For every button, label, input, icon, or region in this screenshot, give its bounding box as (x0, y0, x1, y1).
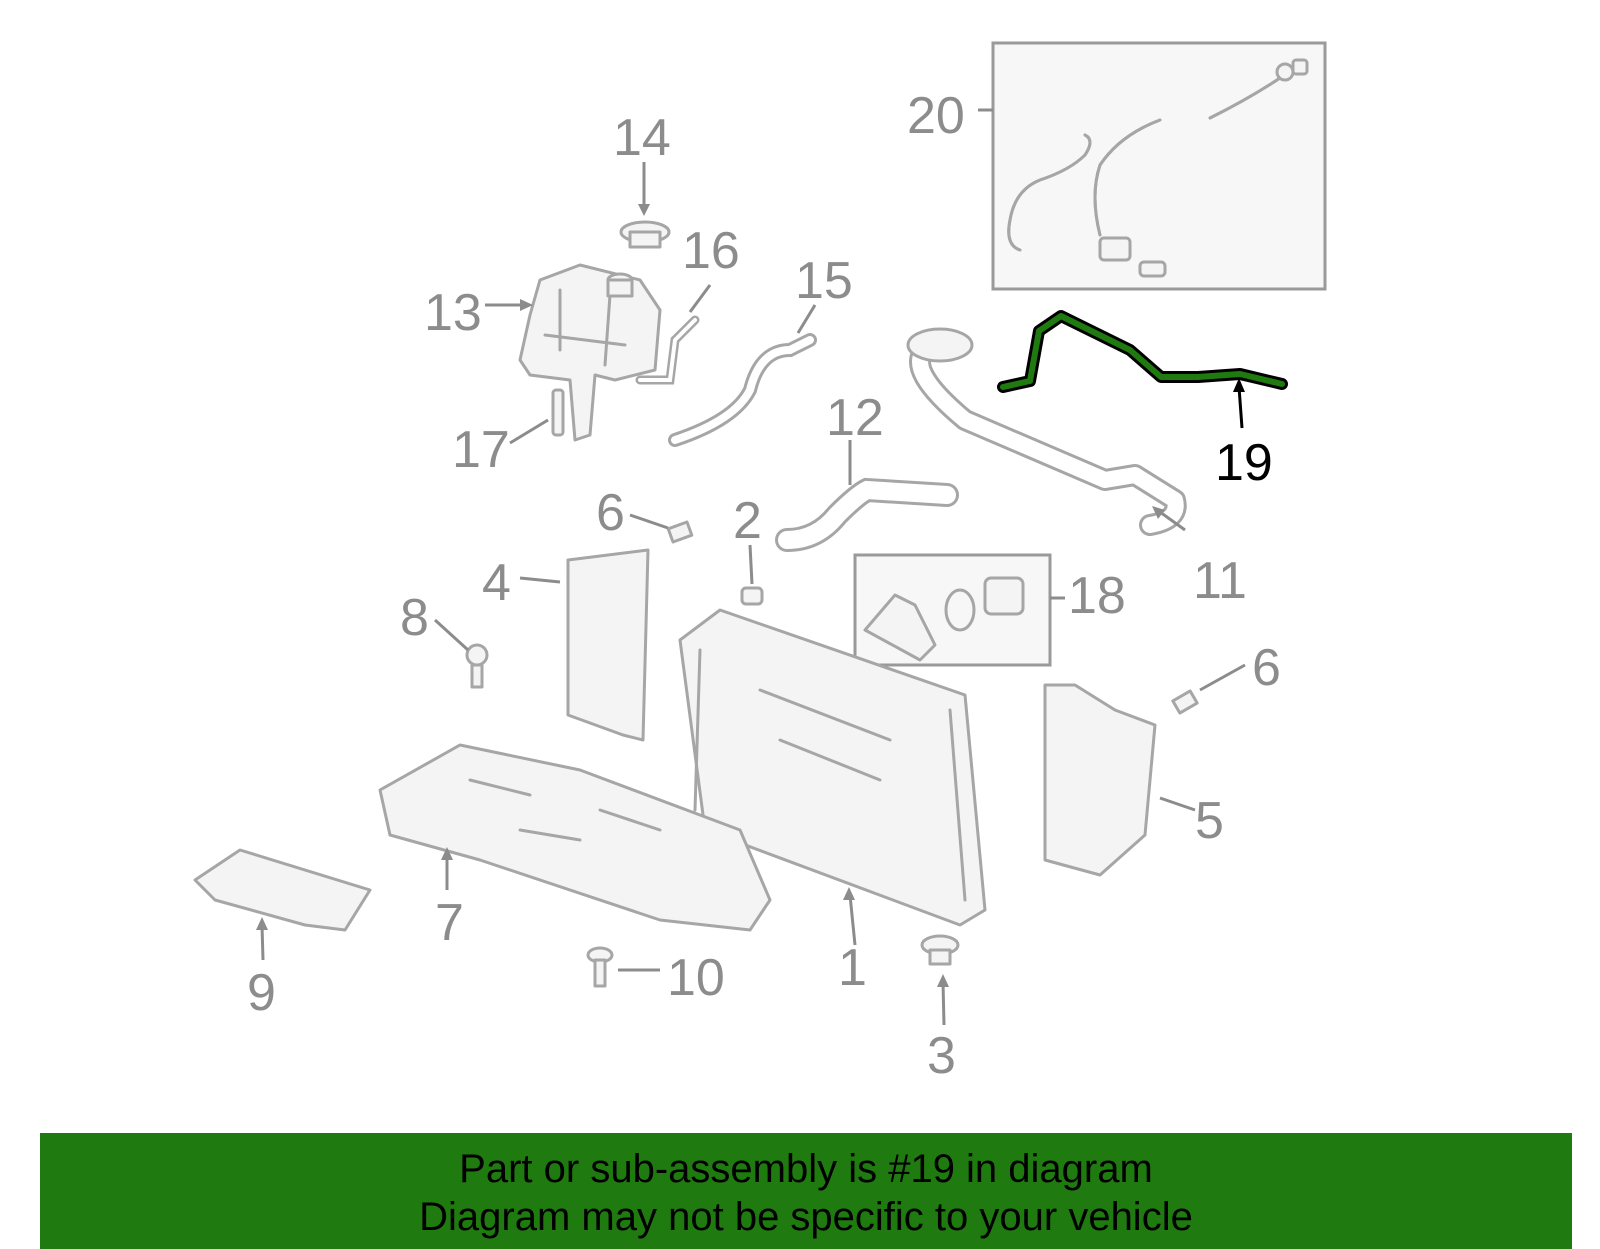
part-10-push-pin (586, 946, 614, 988)
callout-19: 19 (1215, 434, 1273, 492)
callout-6a: 6 (596, 484, 625, 542)
part-18-cap-kit (853, 553, 1052, 667)
callout-6b: 6 (1252, 639, 1281, 697)
part-7-deflector (378, 743, 772, 932)
part-20-hose-kit (991, 41, 1327, 291)
part-6-bolt-b (1171, 689, 1199, 715)
callout-13: 13 (424, 284, 482, 342)
part-3-grommet (920, 934, 960, 966)
callout-17: 17 (452, 421, 510, 479)
info-banner: Part or sub-assembly is #19 in diagram D… (40, 1133, 1572, 1249)
part-5-shroud (1043, 683, 1157, 877)
callout-2: 2 (733, 492, 762, 550)
part-12-hose (775, 477, 959, 552)
callout-20: 20 (907, 87, 965, 145)
callout-14: 14 (613, 109, 671, 167)
callout-3: 3 (927, 1027, 956, 1085)
banner-line-1: Part or sub-assembly is #19 in diagram (459, 1147, 1153, 1191)
part-8-clip (465, 643, 489, 689)
part-16-hose (635, 315, 700, 385)
part-19-hose (997, 310, 1288, 393)
callout-1: 1 (838, 939, 867, 997)
callout-7: 7 (435, 894, 464, 952)
callout-5: 5 (1195, 792, 1224, 850)
part-9-deflector (193, 848, 372, 932)
part-13-reservoir (518, 263, 662, 442)
callout-15: 15 (795, 252, 853, 310)
part-1-radiator (678, 608, 987, 927)
callout-9: 9 (247, 964, 276, 1022)
callout-4: 4 (482, 554, 511, 612)
callout-11: 11 (1193, 552, 1247, 610)
parts-diagram: 1 2 3 4 5 6 6 7 8 9 10 11 12 13 14 15 16… (193, 41, 1327, 1085)
callout-8: 8 (400, 589, 429, 647)
callout-12: 12 (826, 389, 884, 447)
part-14-cap (619, 220, 671, 249)
callout-10: 10 (667, 949, 725, 1007)
part-4-shroud (566, 548, 650, 742)
part-2-plug (740, 586, 764, 606)
banner-line-2: Diagram may not be specific to your vehi… (419, 1195, 1193, 1239)
callout-16: 16 (682, 222, 740, 280)
part-15-hose (668, 333, 817, 447)
part-6-bolt (666, 520, 694, 544)
callout-18: 18 (1068, 567, 1126, 625)
part-17-sensor (551, 388, 565, 437)
